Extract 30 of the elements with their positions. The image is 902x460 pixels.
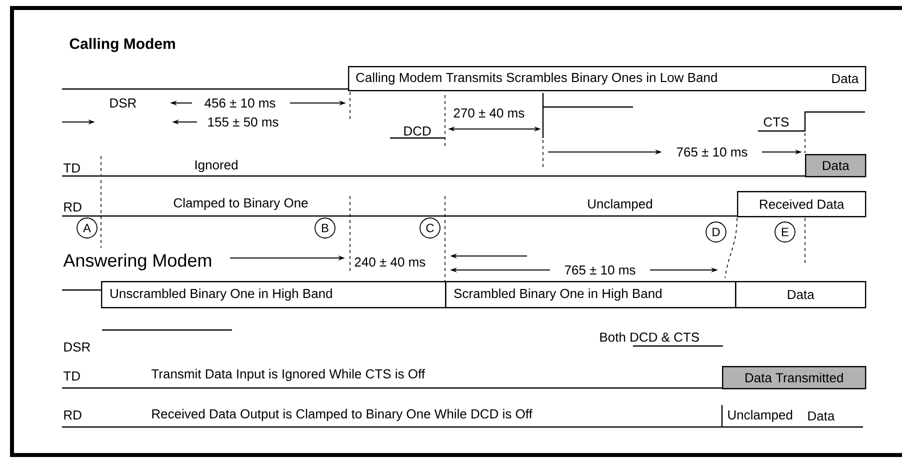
shaded-data-box: Data Transmitted	[722, 366, 866, 390]
signal-state-label: Unclamped	[728, 410, 792, 422]
timing-label: 240 ± 40 ms	[354, 257, 426, 267]
shaded-data-box: Data	[805, 154, 866, 178]
signal-box: Scrambled Binary One in High Band	[445, 281, 736, 308]
section-heading: Answering Modem	[63, 254, 212, 270]
signal-name: DSR	[110, 98, 136, 108]
signal-box: Data	[735, 281, 866, 308]
signal-state-label: Clamped to Binary One	[174, 198, 308, 210]
timing-label: 765 ± 10 ms	[676, 147, 748, 157]
section-heading: Calling Modem	[70, 38, 175, 52]
timing-label: 456 ± 10 ms	[204, 98, 276, 108]
signal-name: DCD	[404, 126, 431, 136]
signal-name: RD	[64, 202, 82, 212]
signal-box: Received Data	[737, 191, 866, 218]
signal-name: TD	[64, 164, 80, 172]
signal-state-label: Ignored	[195, 160, 238, 172]
signal-name: CTS	[764, 117, 789, 127]
signal-box: Unscrambled Binary One in High Band	[101, 281, 446, 308]
signal-name: TD	[64, 372, 80, 380]
signal-box: Calling Modem Transmits Scrambles Binary Ones in Low Band Data	[348, 66, 866, 92]
timing-label: 270 ± 40 ms	[454, 108, 524, 118]
signal-name: DSR	[64, 342, 90, 352]
signal-state-label: Data	[808, 411, 835, 421]
signal-label: Both DCD & CTS	[600, 332, 699, 342]
timing-label: 155 ± 50 ms	[208, 117, 278, 127]
signal-state-label: Unclamped	[588, 198, 652, 212]
signal-state-label: Received Data Output is Clamped to Binary One While DCD is Off	[152, 408, 532, 422]
signal-state-label: Transmit Data Input is Ignored While CTS is Off	[152, 368, 426, 382]
signal-name: RD	[64, 410, 82, 420]
